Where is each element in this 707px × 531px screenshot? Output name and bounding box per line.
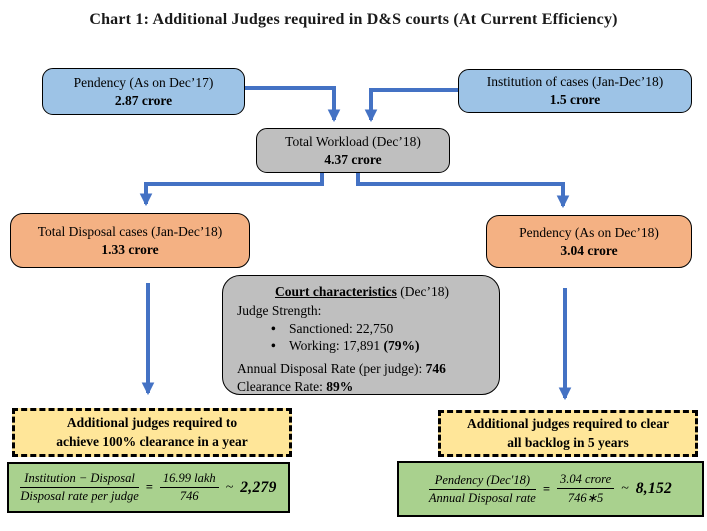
fraction: 3.04 crore 746∗5 [556,472,615,506]
outcome-line: Additional judges required to [66,415,238,431]
court-characteristics-heading: Court characteristics (Dec’18) [237,283,487,301]
node-value: 3.04 crore [560,242,618,258]
formula-result: 2,279 [240,478,277,496]
fraction-numerator: 3.04 crore [556,472,615,489]
clearance-rate-text: Clearance Rate: [237,379,327,395]
outcome-box-clearance: Additional judges required to achieve 10… [12,408,292,457]
node-total-disposal: Total Disposal cases (Jan-Dec’18) 1.33 c… [10,213,250,268]
arrow-workload-to-pendency18 [356,173,570,209]
equals-sign: = [145,480,153,494]
node-pendency-dec18: Pendency (As on Dec’18) 3.04 crore [486,215,692,268]
node-value: 2.87 crore [114,92,173,108]
fraction-numerator: 16.99 lakh [159,471,219,488]
fraction: Pendency (Dec′18) Annual Disposal rate [428,473,536,506]
clearance-rate: Clearance Rate: 89% [237,378,487,396]
node-institution-cases: Institution of cases (Jan-Dec’18) 1.5 cr… [458,69,692,113]
working-text: Working: 17,891 [289,338,384,354]
working-strength: Working: 17,891 (79%) [237,337,487,355]
fraction-numerator: Pendency (Dec′18) [428,473,536,490]
working-percent: (79%) [383,338,420,354]
outcome-line: all backlog in 5 years [507,434,629,450]
annual-disposal-rate: Annual Disposal Rate (per judge): 746 [237,360,487,378]
sanctioned-strength: Sanctioned: 22,750 [237,320,487,338]
formula-box-clearance: Institution − Disposal Disposal rate per… [7,462,290,513]
approx-sign: ~ [225,479,234,495]
formula-clearance: Institution − Disposal Disposal rate per… [20,471,276,504]
court-heading-text: Court characteristics [275,284,397,299]
node-court-characteristics: Court characteristics (Dec’18) Judge Str… [222,275,500,395]
arrow-workload-to-disposal [139,173,324,207]
fraction: Institution − Disposal Disposal rate per… [20,471,139,504]
sanctioned-text: Sanctioned: 22,750 [289,320,394,336]
outcome-line: achieve 100% clearance in a year [56,433,248,449]
fraction-denominator: 746 [179,489,199,503]
annual-disposal-rate-text: Annual Disposal Rate (per judge): [237,361,426,377]
approx-sign: ~ [621,481,629,496]
node-value: 4.37 crore [324,151,382,167]
node-label: Pendency (As on Dec’17) [73,74,214,90]
clearance-rate-value: 89% [326,379,354,395]
court-heading-suffix: (Dec’18) [396,284,449,299]
fraction-denominator: Disposal rate per judge [20,489,139,503]
node-value: 1.5 crore [549,92,601,107]
arrow-institution-to-workload [364,88,458,123]
node-total-workload: Total Workload (Dec’18) 4.37 crore [256,128,450,173]
judge-strength-label: Judge Strength: [237,302,322,318]
fraction-numerator: Institution − Disposal [20,471,139,488]
fraction-denominator: Annual Disposal rate [428,490,536,505]
arrow-pendency17-to-workload [245,86,341,123]
node-pendency-dec17: Pendency (As on Dec’17) 2.87 crore [42,68,245,115]
outcome-box-backlog: Additional judges required to clear all … [438,410,698,457]
annual-disposal-rate-value: 746 [425,361,446,377]
node-label: Institution of cases (Jan-Dec’18) [486,74,664,90]
fraction: 16.99 lakh 746 [159,471,219,504]
formula-result: 8,152 [635,480,673,497]
equals-sign: = [542,481,550,496]
formula-box-backlog: Pendency (Dec′18) Annual Disposal rate =… [397,461,704,517]
outcome-line: Additional judges required to clear [466,416,669,432]
formula-backlog: Pendency (Dec′18) Annual Disposal rate =… [428,472,673,506]
node-value: 1.33 crore [101,241,159,257]
fraction-denominator: 746∗5 [567,491,604,505]
node-label: Total Workload (Dec’18) [285,133,421,149]
node-label: Total Disposal cases (Jan-Dec’18) [37,223,223,239]
chart-title: Chart 1: Additional Judges required in D… [89,11,618,28]
node-label: Pendency (As on Dec’18) [519,224,659,240]
